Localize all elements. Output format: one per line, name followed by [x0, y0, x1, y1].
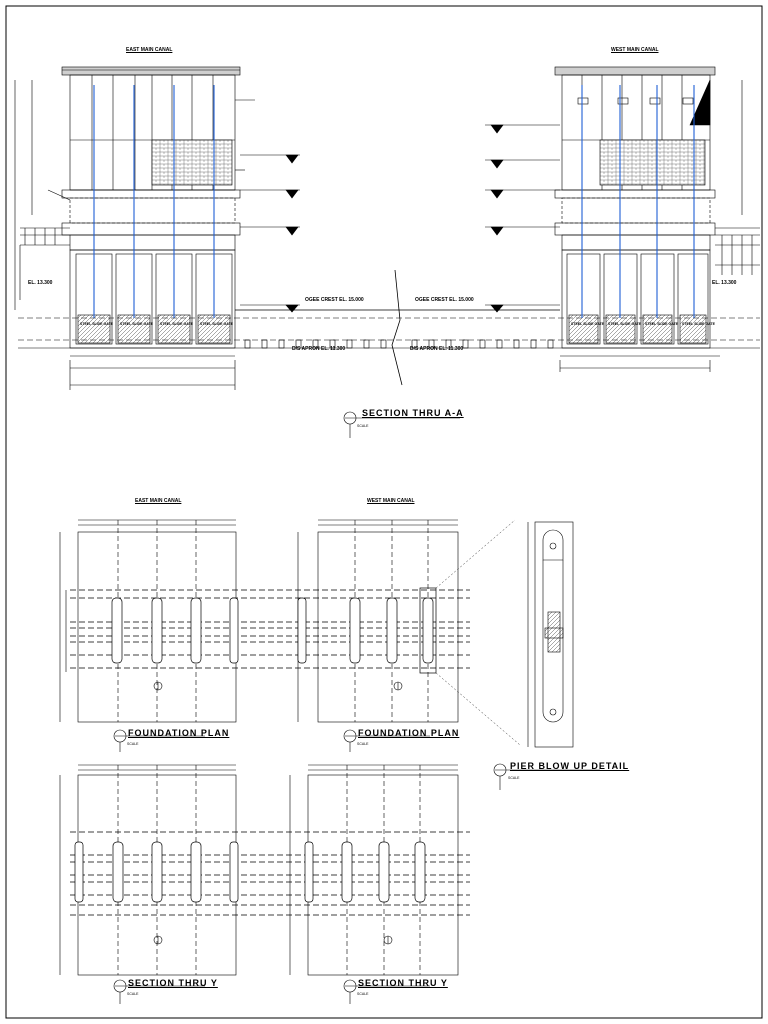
apron-teeth [244, 339, 554, 349]
west-gate-stems [581, 85, 695, 318]
section-y-beams [70, 831, 470, 916]
gate-label: STEEL SLIDE GATE [608, 322, 641, 326]
east-canal-label: EAST MAIN CANAL [126, 47, 173, 53]
sheet-border [5, 5, 763, 1019]
pier-detail-scale: SCALE [508, 776, 520, 780]
plan-east-canal-label: EAST MAIN CANAL [135, 498, 182, 504]
gate-label: STEEL SLIDE GATE [160, 322, 193, 326]
crest-left-label: OGEE CREST EL. 15.000 [305, 297, 364, 303]
plan-piers [111, 587, 437, 674]
gate-label: STEEL SLIDE GATE [120, 322, 153, 326]
plan-arrows [113, 681, 430, 752]
gate-label: STEEL SLIDE GATE [200, 322, 233, 326]
section-y-markers [113, 935, 430, 1004]
plan-beams [70, 589, 470, 669]
foundation-plan-1-scale: SCALE [127, 742, 139, 746]
section-aa-scale: SCALE [357, 424, 369, 428]
apron-left-label: D/S APRON EL. 11.300 [292, 346, 346, 352]
gate-label: STEEL SLIDE GATE [645, 322, 678, 326]
gate-label: STEEL SLIDE GATE [571, 322, 604, 326]
foundation-plan-1 [59, 519, 237, 723]
section-aa-title: SECTION THRU A-A [362, 408, 464, 418]
foundation-plan-2-scale: SCALE [357, 742, 369, 746]
gate-label: STEEL SLIDE GATE [80, 322, 113, 326]
section-y-piers [74, 841, 426, 903]
pier-detail-title: PIER BLOW UP DETAIL [510, 761, 630, 771]
foundation-plan-2-title: FOUNDATION PLAN [358, 728, 460, 738]
section-y-1-scale: SCALE [127, 992, 139, 996]
east-structure [14, 66, 255, 390]
crest-right-label: OGEE CREST EL. 15.000 [415, 297, 474, 303]
elevation-markers [285, 124, 504, 313]
gate-label: STEEL SLIDE GATE [682, 322, 715, 326]
section-y-1 [59, 764, 237, 976]
foundation-plan-1-title: FOUNDATION PLAN [128, 728, 230, 738]
apron-right-label: D/S APRON EL. 11.300 [410, 346, 464, 352]
section-y-2-title: SECTION THRU Y [358, 978, 448, 988]
foundation-plan-2 [297, 519, 459, 723]
section-aa [14, 66, 760, 438]
east-gate-stems [93, 85, 215, 318]
detail-leaders [435, 519, 521, 746]
pier-detail [493, 521, 600, 790]
section-y-2-scale: SCALE [357, 992, 369, 996]
plan-west-canal-label: WEST MAIN CANAL [367, 498, 415, 504]
elevation-right-label: EL. 13.300 [712, 280, 737, 286]
section-y-1-title: SECTION THRU Y [128, 978, 218, 988]
elevation-left-label: EL. 13.300 [28, 280, 53, 286]
west-canal-label: WEST MAIN CANAL [611, 47, 659, 53]
west-structure [554, 66, 760, 372]
section-y-2 [289, 764, 459, 976]
